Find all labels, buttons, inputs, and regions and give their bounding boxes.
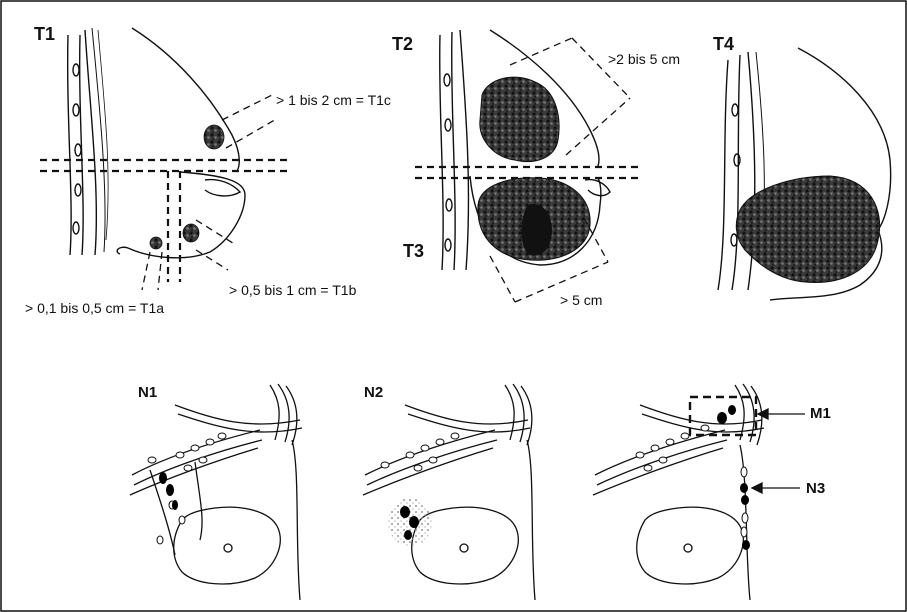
m1-label: M1 xyxy=(810,405,831,422)
m1-affected-nodes xyxy=(717,405,736,424)
n1-axilla-illustration xyxy=(130,384,302,600)
n2-label: N2 xyxy=(364,384,383,401)
n1-label: N1 xyxy=(138,384,157,401)
n1-affected-nodes xyxy=(159,472,178,510)
m1-arrow xyxy=(758,409,805,419)
t1a-tumor xyxy=(150,237,162,249)
t4-tumor xyxy=(736,176,879,282)
t1a-size-label: > 0,1 bis 0,5 cm = T1a xyxy=(25,300,164,316)
t1-dimension-lines xyxy=(40,95,292,290)
n3-m1-axilla-illustration xyxy=(593,384,764,600)
t1b-tumor xyxy=(183,224,199,242)
t2-size-label: >2 bis 5 cm xyxy=(608,51,680,67)
n3-lymph-nodes xyxy=(636,425,748,537)
n2-axilla-illustration xyxy=(363,384,535,600)
t1c-size-label: > 1 bis 2 cm = T1c xyxy=(276,92,391,108)
t1b-size-label: > 0,5 bis 1 cm = T1b xyxy=(229,282,356,298)
t2-tumor xyxy=(480,77,559,161)
n3-arrow xyxy=(752,483,800,493)
t1c-tumor xyxy=(204,125,224,149)
n3-label: N3 xyxy=(806,480,825,497)
t1-label: T1 xyxy=(34,24,55,45)
t3-size-label: > 5 cm xyxy=(560,292,602,308)
t3-label: T3 xyxy=(403,241,424,262)
n1-lymph-nodes xyxy=(148,433,226,544)
t2-label: T2 xyxy=(392,34,413,55)
t4-label: T4 xyxy=(713,34,734,55)
